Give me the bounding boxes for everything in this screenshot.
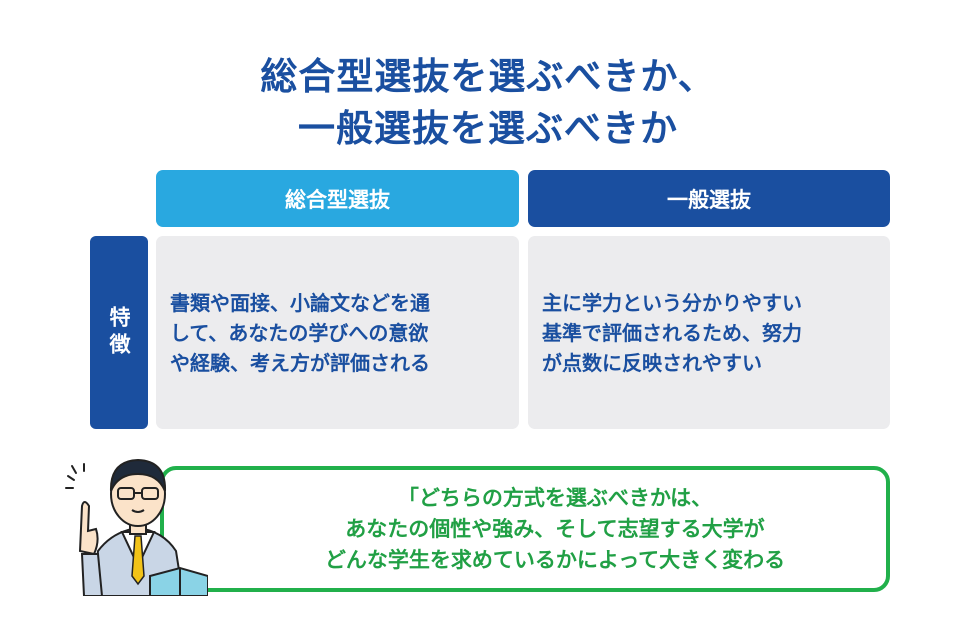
row-header-features: 特徴 — [90, 236, 148, 429]
speech-text: 「どちらの方式を選ぶべきかは、 あなたの個性や強み、そして志望する大学が どんな… — [324, 485, 786, 572]
page-title-line-2: 一般選抜を選ぶべきか — [298, 107, 678, 150]
page-title-line-1: 総合型選抜を選ぶべきか、 — [260, 55, 716, 98]
teacher-illustration-icon — [65, 458, 208, 596]
column-header-ippan: 一般選抜 — [528, 170, 890, 227]
cell-ippan-features: 主に学力という分かりやすい 基準で評価されるため、努力 が点数に反映されやすい — [528, 236, 890, 429]
cell-ippan-text: 主に学力という分かりやすい 基準で評価されるため、努力 が点数に反映されやすい — [542, 290, 802, 375]
speech-bubble: 「どちらの方式を選ぶべきかは、 あなたの個性や強み、そして志望する大学が どんな… — [160, 466, 890, 592]
cell-sougou-text: 書類や面接、小論文などを通 して、あなたの学びへの意欲 や経験、考え方が評価され… — [170, 290, 430, 375]
cell-sougou-features: 書類や面接、小論文などを通 して、あなたの学びへの意欲 や経験、考え方が評価され… — [156, 236, 519, 429]
row-header-label: 特徴 — [107, 305, 131, 360]
column-header-sougou: 総合型選抜 — [156, 170, 519, 227]
